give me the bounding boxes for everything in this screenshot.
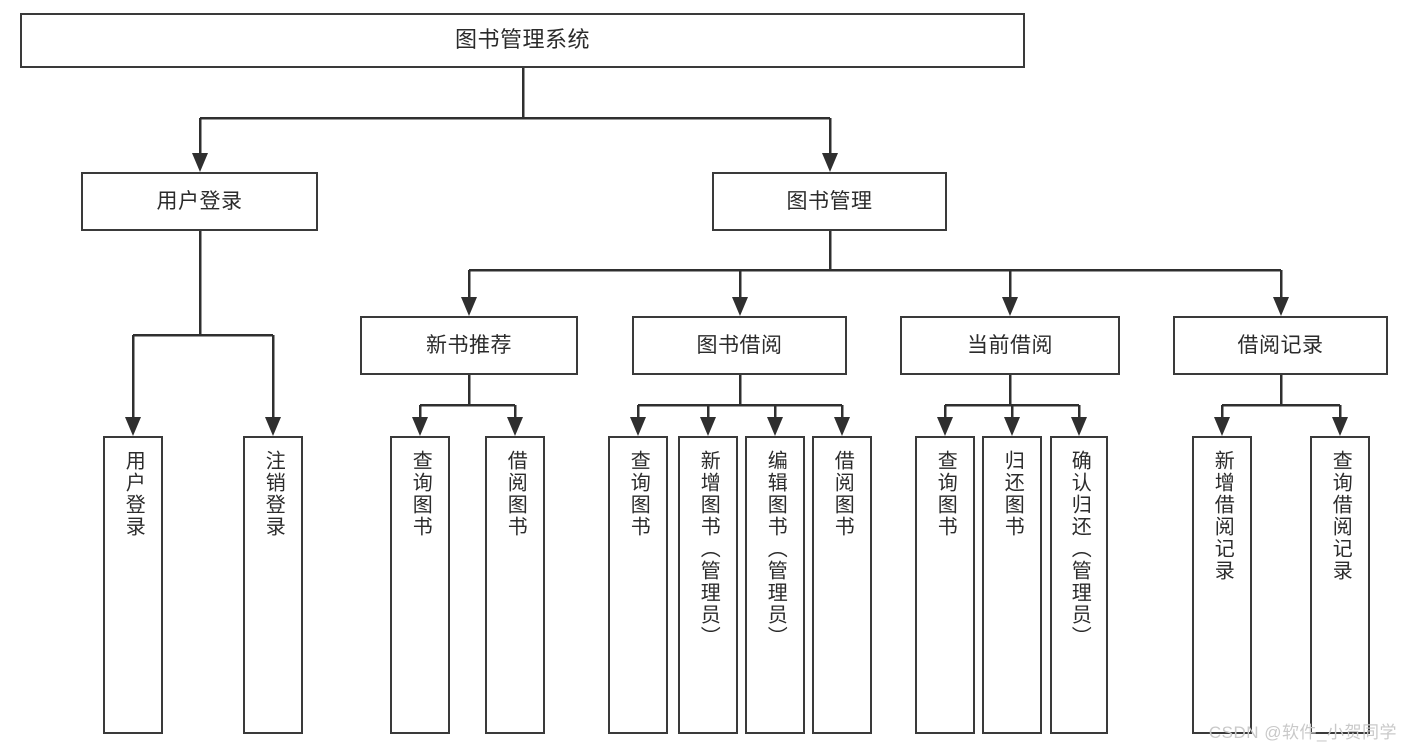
node-leaf-borrow-book-2: 借阅图书 [812,436,872,734]
node-leaf-query-book-1: 查询图书 [390,436,450,734]
node-label-current-borrow: 当前借阅 [967,333,1053,357]
node-leaf-borrow-book-1: 借阅图书 [485,436,545,734]
node-label-leaf-query-book-3: 查询图书 [934,450,957,538]
node-leaf-add-book: 新增图书（管理员） [678,436,738,734]
node-leaf-confirm-return: 确认归还（管理员） [1050,436,1108,734]
watermark-label: CSDN @软件_小贺同学 [1208,723,1397,742]
node-label-leaf-edit-book: 编辑图书（管理员） [764,450,787,648]
node-book-manage: 图书管理 [712,172,947,231]
node-label-leaf-borrow-book-2: 借阅图书 [831,450,854,538]
node-label-leaf-user-login: 用户登录 [122,450,145,538]
node-label-leaf-query-book-1: 查询图书 [409,450,432,538]
node-label-leaf-confirm-return: 确认归还（管理员） [1068,450,1091,648]
node-label-book-borrow: 图书借阅 [696,333,783,357]
node-label-user-login: 用户登录 [156,189,243,213]
node-leaf-user-login: 用户登录 [103,436,163,734]
node-user-login: 用户登录 [81,172,318,231]
node-root: 图书管理系统 [20,13,1025,68]
node-leaf-query-record: 查询借阅记录 [1310,436,1370,734]
node-label-root: 图书管理系统 [454,27,590,53]
node-label-leaf-return-book: 归还图书 [1001,450,1024,538]
node-leaf-edit-book: 编辑图书（管理员） [745,436,805,734]
node-current-borrow: 当前借阅 [900,316,1120,375]
node-leaf-logout: 注销登录 [243,436,303,734]
node-leaf-return-book: 归还图书 [982,436,1042,734]
node-label-leaf-query-book-2: 查询图书 [627,450,650,538]
node-label-leaf-add-book: 新增图书（管理员） [697,450,720,648]
node-leaf-add-record: 新增借阅记录 [1192,436,1252,734]
node-label-new-book-rec: 新书推荐 [426,333,512,357]
node-label-leaf-logout: 注销登录 [262,450,285,538]
node-label-book-manage: 图书管理 [786,189,873,213]
node-borrow-record: 借阅记录 [1173,316,1388,375]
node-book-borrow: 图书借阅 [632,316,847,375]
node-new-book-rec: 新书推荐 [360,316,578,375]
node-leaf-query-book-2: 查询图书 [608,436,668,734]
node-label-leaf-add-record: 新增借阅记录 [1211,450,1234,582]
node-leaf-query-book-3: 查询图书 [915,436,975,734]
node-label-borrow-record: 借阅记录 [1237,333,1324,357]
node-label-leaf-borrow-book-1: 借阅图书 [504,450,527,538]
node-label-leaf-query-record: 查询借阅记录 [1329,450,1352,582]
